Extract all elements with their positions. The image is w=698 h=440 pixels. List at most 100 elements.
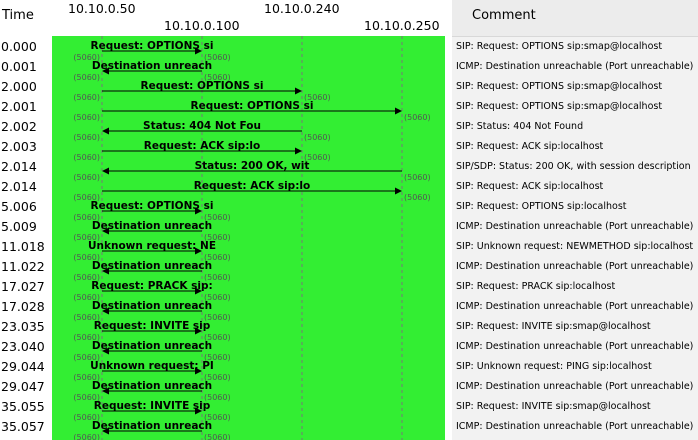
packet-comment[interactable]: ICMP: Destination unreachable (Port unre… <box>456 261 694 272</box>
packet-comment[interactable]: SIP: Request: INVITE sip:smap@localhost <box>456 321 651 332</box>
port-label: (5060) <box>204 313 231 322</box>
flow-label[interactable]: Status: 200 OK, wit <box>195 160 310 172</box>
packet-comment[interactable]: ICMP: Destination unreachable (Port unre… <box>456 61 694 72</box>
packet-comment[interactable]: ICMP: Destination unreachable (Port unre… <box>456 421 694 432</box>
packet-comment[interactable]: SIP: Request: OPTIONS sip:smap@localhost <box>456 41 663 52</box>
port-label: (5060) <box>204 393 231 402</box>
flow-label[interactable]: Request: OPTIONS si <box>91 40 214 52</box>
flow-label[interactable]: Status: 404 Not Fou <box>143 120 261 132</box>
flow-label[interactable]: Destination unreach <box>92 340 212 352</box>
packet-comment[interactable]: SIP: Unknown request: PING sip:localhost <box>456 361 652 372</box>
port-label: (5060) <box>204 353 231 362</box>
host-label-10-10-0-240: 10.10.0.240 <box>264 1 340 16</box>
port-label: (5060) <box>204 53 231 62</box>
port-label: (5060) <box>304 153 331 162</box>
port-label: (5060) <box>404 173 431 182</box>
port-label: (5060) <box>73 233 100 242</box>
port-label: (5060) <box>73 373 100 382</box>
port-label: (5060) <box>204 413 231 422</box>
flow-label[interactable]: Destination unreach <box>92 300 212 312</box>
packet-time[interactable]: 0.000 <box>1 39 37 54</box>
flow-label[interactable]: Destination unreach <box>92 380 212 392</box>
packet-comment[interactable]: ICMP: Destination unreachable (Port unre… <box>456 341 694 352</box>
packet-time[interactable]: 2.002 <box>1 119 37 134</box>
flow-label[interactable]: Request: INVITE sip <box>94 400 211 412</box>
port-label: (5060) <box>73 213 100 222</box>
flow-label[interactable]: Destination unreach <box>92 60 212 72</box>
flow-label[interactable]: Destination unreach <box>92 260 212 272</box>
packet-time[interactable]: 11.018 <box>1 239 45 254</box>
port-label: (5060) <box>204 253 231 262</box>
packet-comment[interactable]: SIP: Request: OPTIONS sip:smap@localhost <box>456 81 663 92</box>
packet-comment[interactable]: SIP: Unknown request: NEWMETHOD sip:loca… <box>456 241 694 252</box>
packet-comment[interactable]: SIP: Request: ACK sip:localhost <box>456 141 604 152</box>
packet-time[interactable]: 29.047 <box>1 379 45 394</box>
flow-label[interactable]: Destination unreach <box>92 220 212 232</box>
flow-label[interactable]: Request: OPTIONS si <box>141 80 264 92</box>
flow-label[interactable]: Request: ACK sip:lo <box>144 140 260 152</box>
comment-header-bar <box>452 0 698 37</box>
packet-time[interactable]: 2.014 <box>1 159 37 174</box>
port-label: (5060) <box>73 293 100 302</box>
packet-time[interactable]: 11.022 <box>1 259 45 274</box>
port-label: (5060) <box>73 433 100 440</box>
packet-comment[interactable]: ICMP: Destination unreachable (Port unre… <box>456 381 694 392</box>
flow-arrow-head <box>195 207 202 215</box>
port-label: (5060) <box>73 53 100 62</box>
packet-comment[interactable]: ICMP: Destination unreachable (Port unre… <box>456 301 694 312</box>
flow-label[interactable]: Request: PRACK sip: <box>91 280 212 292</box>
packet-time[interactable]: 5.006 <box>1 199 37 214</box>
packet-comment[interactable]: SIP: Request: ACK sip:localhost <box>456 181 604 192</box>
flow-label[interactable]: Request: ACK sip:lo <box>194 180 310 192</box>
port-label: (5060) <box>404 193 431 202</box>
flow-arrow-head <box>195 407 202 415</box>
flow-label[interactable]: Request: OPTIONS si <box>91 200 214 212</box>
flow-label[interactable]: Request: OPTIONS si <box>191 100 314 112</box>
packet-comment[interactable]: SIP/SDP: Status: 200 OK, with session de… <box>456 161 691 172</box>
comment-column-header[interactable]: Comment <box>472 8 536 23</box>
packet-time[interactable]: 23.040 <box>1 339 45 354</box>
packet-time[interactable]: 5.009 <box>1 219 37 234</box>
packet-time[interactable]: 2.003 <box>1 139 37 154</box>
flow-arrow-head <box>195 327 202 335</box>
port-label: (5060) <box>204 293 231 302</box>
flow-label[interactable]: Unknown request: NE <box>88 240 216 252</box>
flow-arrow-head <box>102 127 109 135</box>
packet-time[interactable]: 29.044 <box>1 359 45 374</box>
packet-time[interactable]: 35.055 <box>1 399 45 414</box>
packet-comment[interactable]: SIP: Request: INVITE sip:smap@localhost <box>456 401 651 412</box>
time-column-header[interactable]: Time <box>2 8 34 23</box>
flow-arrow-head <box>102 347 109 355</box>
port-label: (5060) <box>73 193 100 202</box>
port-label: (5060) <box>73 133 100 142</box>
packet-time[interactable]: 17.027 <box>1 279 45 294</box>
port-label: (5060) <box>73 313 100 322</box>
flow-arrow-head <box>195 47 202 55</box>
port-label: (5060) <box>73 253 100 262</box>
packet-time[interactable]: 35.057 <box>1 419 45 434</box>
packet-time[interactable]: 2.014 <box>1 179 37 194</box>
packet-comment[interactable]: SIP: Request: PRACK sip:localhost <box>456 281 616 292</box>
packet-comment[interactable]: SIP: Request: OPTIONS sip:localhost <box>456 201 627 212</box>
flow-graph-area[interactable] <box>52 36 445 440</box>
packet-time[interactable]: 2.000 <box>1 79 37 94</box>
flow-label[interactable]: Destination unreach <box>92 420 212 432</box>
packet-comment[interactable]: ICMP: Destination unreachable (Port unre… <box>456 221 694 232</box>
packet-comment[interactable]: SIP: Status: 404 Not Found <box>456 121 584 132</box>
flow-arrow-head <box>195 367 202 375</box>
port-label: (5060) <box>204 433 231 440</box>
packet-time[interactable]: 17.028 <box>1 299 45 314</box>
packet-comment[interactable]: SIP: Request: OPTIONS sip:smap@localhost <box>456 101 663 112</box>
packet-time[interactable]: 0.001 <box>1 59 37 74</box>
port-label: (5060) <box>73 93 100 102</box>
packet-time[interactable]: 2.001 <box>1 99 37 114</box>
port-label: (5060) <box>73 173 100 182</box>
flow-label[interactable]: Unknown request: PI <box>90 360 214 372</box>
flow-arrow-head <box>102 67 109 75</box>
packet-time[interactable]: 23.035 <box>1 319 45 334</box>
port-label: (5060) <box>73 153 100 162</box>
flow-label[interactable]: Request: INVITE sip <box>94 320 211 332</box>
flow-arrow-head <box>295 87 302 95</box>
port-label: (5060) <box>73 333 100 342</box>
